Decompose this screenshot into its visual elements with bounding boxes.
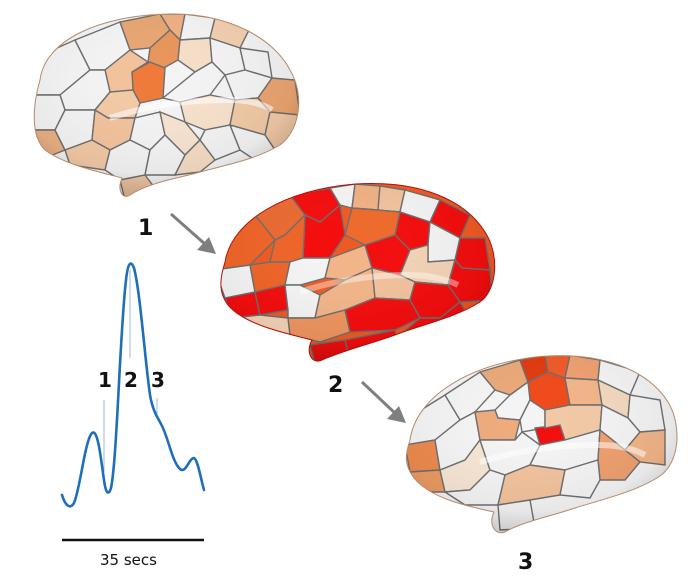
arrow-2-to-3 <box>360 380 406 423</box>
waveform-marker-3: 3 <box>151 368 165 392</box>
stage-label-3: 3 <box>518 550 534 575</box>
arrow-1-to-2 <box>170 212 216 254</box>
scale-bar-label: 35 secs <box>100 551 157 569</box>
brain-map-3 <box>405 355 678 534</box>
waveform-line <box>60 262 206 508</box>
waveform-marker-1: 1 <box>98 368 112 392</box>
brain-map-1 <box>33 13 300 197</box>
stage-label-1: 1 <box>138 216 154 241</box>
activation-waveform <box>60 262 206 542</box>
waveform-marker-2: 2 <box>124 368 138 392</box>
stage-label-2: 2 <box>328 373 344 398</box>
brain-map-2 <box>220 182 496 362</box>
